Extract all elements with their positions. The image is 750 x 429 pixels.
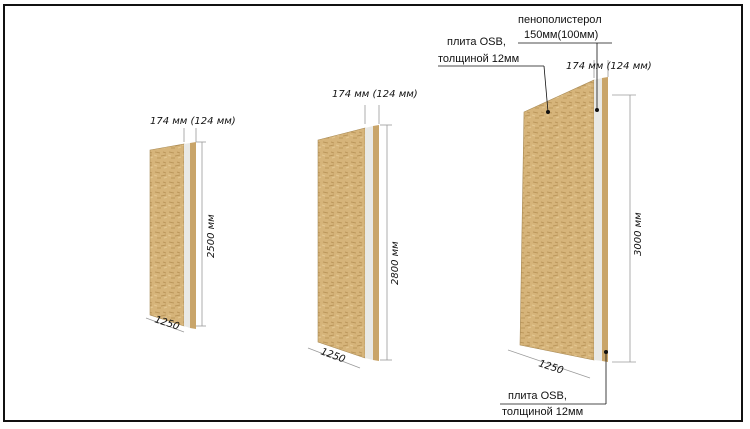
panel-large-width-label: 1250 (537, 358, 565, 376)
panel-medium-foam-core (365, 126, 373, 360)
panel-small-height-label: 2500 мм (206, 214, 217, 258)
panel-large-height-label: 3000 мм (633, 212, 644, 256)
callout-osb-top-leader (543, 65, 549, 113)
panel-small-foam-core (184, 143, 190, 328)
panel-small-thickness-label: 174 мм (124 мм) (150, 116, 236, 127)
panel-large-osb-back (602, 77, 608, 362)
panel-large-osb-face (519, 79, 595, 361)
callout-osb-bottom: плита OSB, толщиной 12мм (500, 350, 608, 418)
panel-small-osb-back (190, 142, 196, 329)
callout-foam: пенополистерол 150мм(100мм) (518, 14, 612, 112)
panel-medium-width-dim (307, 347, 361, 369)
panel-large-foam-core (594, 78, 602, 361)
callout-osb-top-line1: плита OSB, (447, 36, 506, 48)
callout-foam-line2: 150мм(100мм) (524, 29, 598, 41)
panel-medium-osb-back (373, 125, 379, 361)
callout-osb-top: плита OSB, толщиной 12мм (438, 36, 550, 114)
panel-small-osb-face (149, 143, 185, 327)
callout-osb-bottom-line2: толщиной 12мм (502, 406, 583, 418)
panel-small-width-dim (145, 317, 185, 333)
panel-medium-height-label: 2800 мм (390, 241, 401, 285)
callout-foam-line1: пенополистерол (518, 14, 602, 26)
panel-medium-thickness-label: 174 мм (124 мм) (332, 89, 418, 100)
panel-large-thickness-label: 174 мм (124 мм) (566, 61, 652, 72)
panel-medium: 2800 мм 174 мм (124 мм) 1250 (307, 89, 418, 369)
panel-large: 3000 мм 174 мм (124 мм) 1250 (507, 60, 652, 379)
panel-medium-osb-face (317, 127, 366, 359)
callout-osb-top-line2: толщиной 12мм (438, 53, 519, 65)
panel-large-width-dim (507, 349, 591, 379)
panel-small: 2500 мм 174 мм (124 мм) 1250 (145, 116, 236, 333)
callout-osb-bottom-line1: плита OSB, (508, 390, 567, 402)
